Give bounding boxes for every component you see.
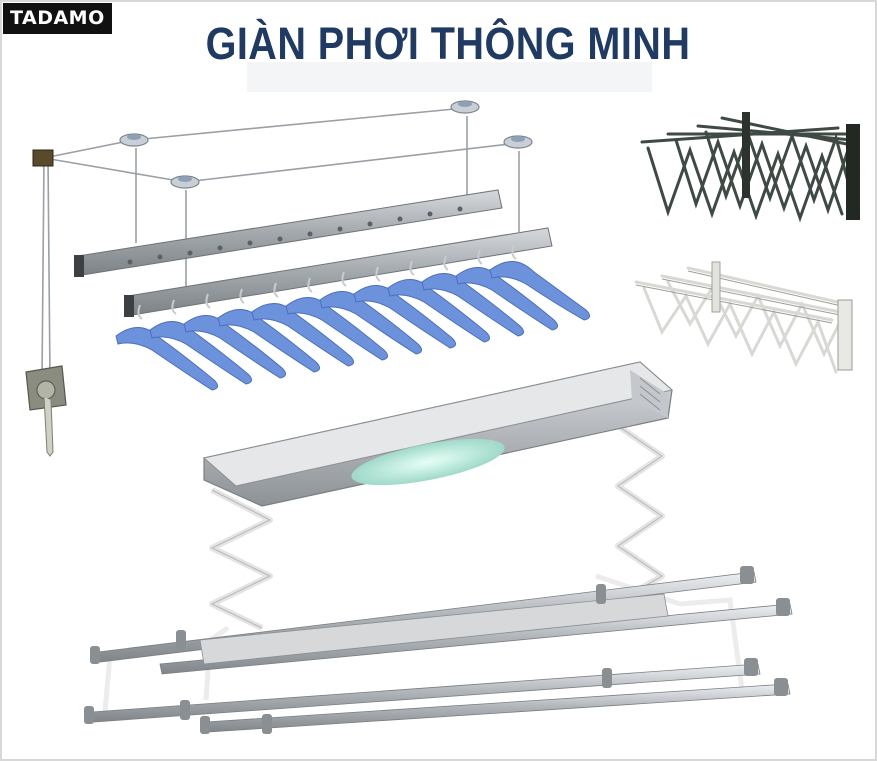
- wall-mounted-dark-accordion-rack-icon: [640, 112, 860, 223]
- electric-drying-rack-with-light-icon: [84, 361, 793, 734]
- ceiling-drying-rack-with-hangers-icon: [25, 100, 590, 457]
- wall-mounted-white-accordion-rack-icon: [634, 261, 853, 374]
- brand-logo: TADAMO: [3, 3, 112, 34]
- title-underlay: [247, 62, 652, 92]
- page-title: GIÀN PHƠI THÔNG MINH: [205, 18, 691, 69]
